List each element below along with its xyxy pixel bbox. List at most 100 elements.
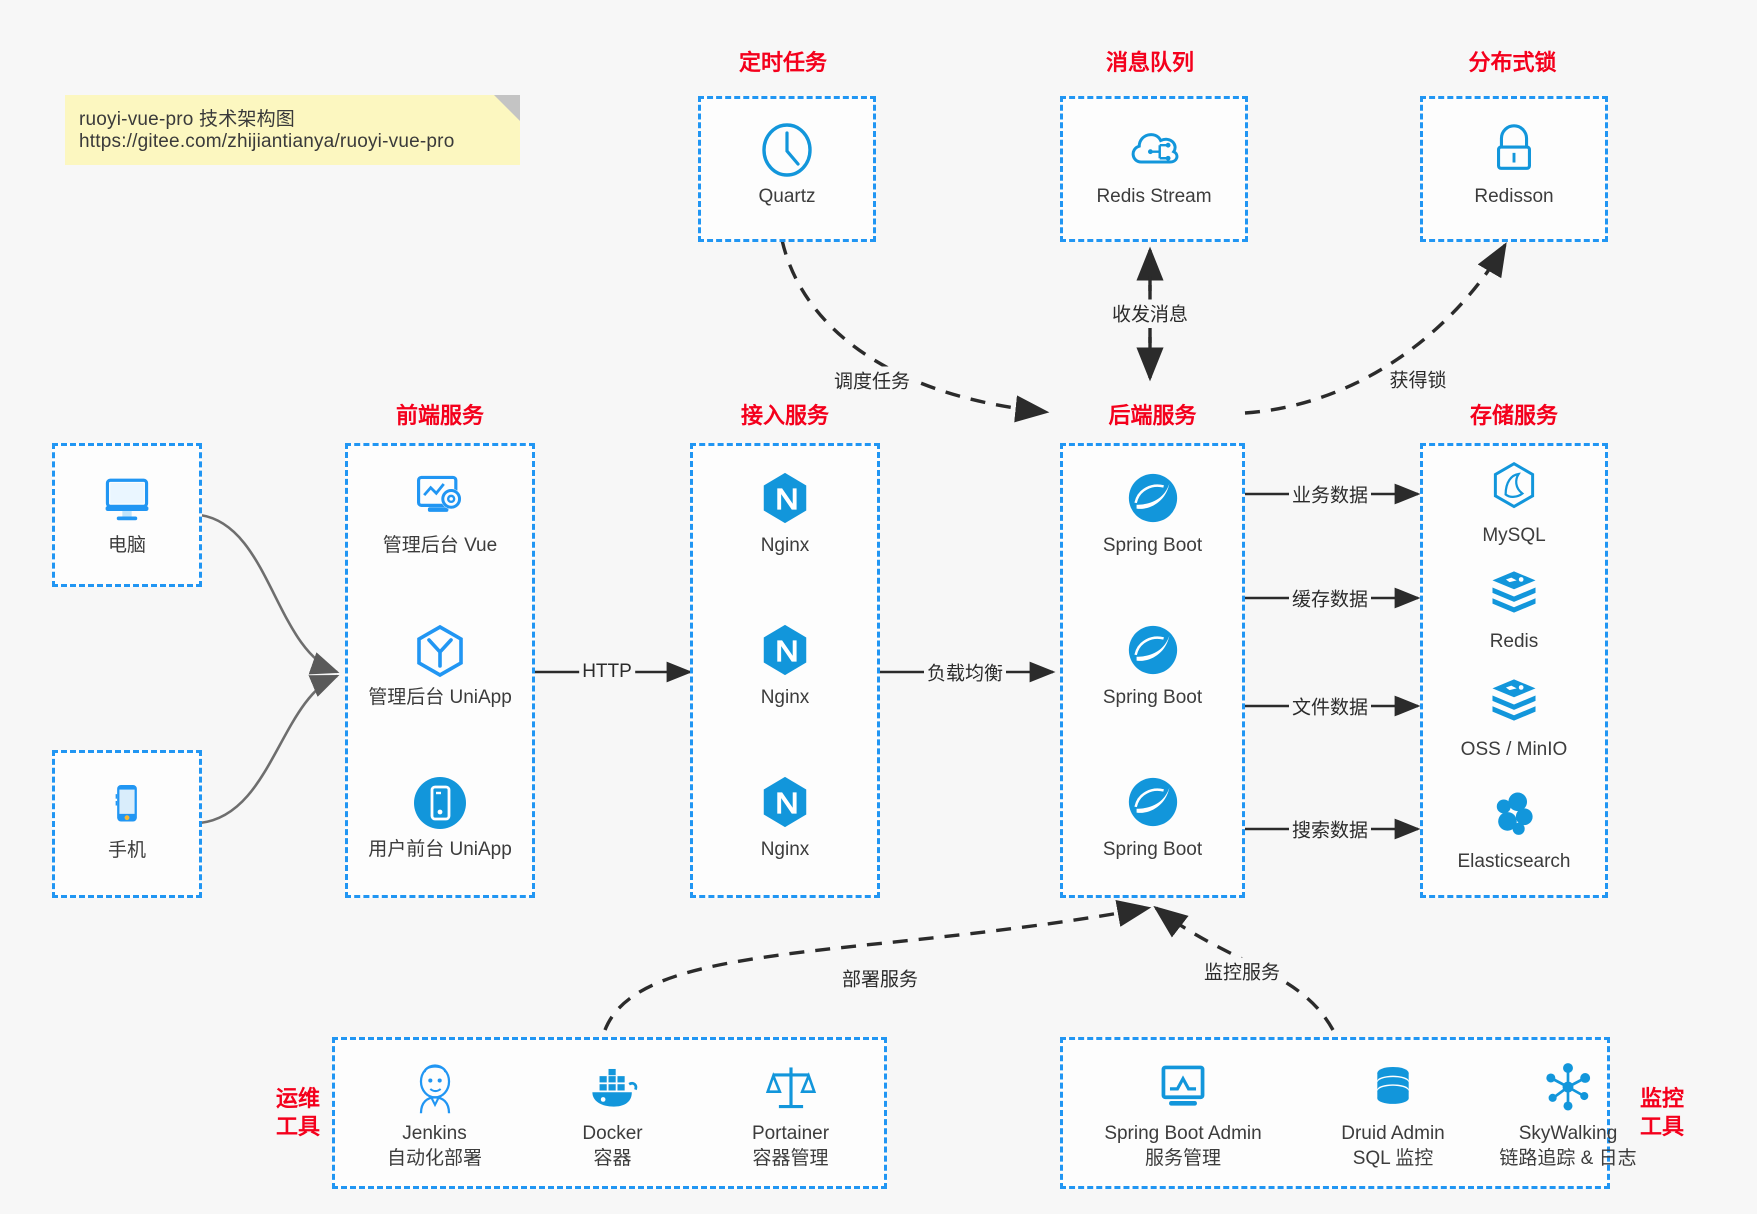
group-title-frontend: 前端服务: [395, 403, 484, 428]
node-label: 手机: [107, 840, 146, 861]
node-label: Nginx: [760, 839, 810, 860]
group-title-lock: 分布式锁: [1468, 50, 1557, 75]
node-sublabel: 服务管理: [1144, 1147, 1221, 1169]
node-sublabel: 容器管理: [752, 1147, 829, 1169]
node-user-uniapp[interactable]: 用户前台 UniApp: [348, 774, 532, 862]
node-nginx-2[interactable]: Nginx: [693, 622, 877, 710]
group-client-mobile: 手机: [52, 750, 202, 898]
architecture-note: ruoyi-vue-pro 技术架构图 https://gitee.com/zh…: [65, 95, 520, 165]
node-sublabel: 链路追踪 & 日志: [1499, 1147, 1637, 1169]
lock-icon: [1485, 121, 1543, 179]
node-mysql[interactable]: MySQL: [1423, 460, 1605, 548]
uniapp-hexagon-icon: [411, 622, 469, 680]
node-redisson[interactable]: Redisson: [1423, 121, 1605, 209]
nginx-icon: [756, 470, 814, 528]
nginx-icon: [756, 774, 814, 832]
phone-circle-icon: [411, 774, 469, 832]
node-mobile[interactable]: 手机: [55, 775, 199, 863]
cloud-stream-icon: [1125, 121, 1183, 179]
group-gateway: Nginx Nginx Nginx: [690, 443, 880, 898]
edge-label-load-balance: 负载均衡: [923, 658, 1007, 686]
group-frontend: 管理后台 Vue 管理后台 UniApp 用户前台 UniApp: [345, 443, 535, 898]
edge-label-cache-data: 缓存数据: [1288, 584, 1372, 612]
nginx-icon: [756, 622, 814, 680]
node-label: Portainer: [751, 1123, 830, 1144]
node-sublabel: 容器: [593, 1147, 632, 1169]
node-redis-stream[interactable]: Redis Stream: [1063, 121, 1245, 209]
redis-icon: [1485, 566, 1543, 624]
edge-label-file-data: 文件数据: [1288, 692, 1372, 720]
node-label: MySQL: [1482, 525, 1546, 546]
node-label: 管理后台 Vue: [382, 535, 498, 556]
edge-label-http: HTTP: [579, 661, 635, 683]
node-label: Spring Boot: [1102, 839, 1203, 860]
edge-label-search-data: 搜索数据: [1288, 815, 1372, 843]
node-spring-boot-3[interactable]: Spring Boot: [1063, 774, 1242, 862]
portainer-icon: [760, 1060, 822, 1118]
group-title-monitoring-line1: 监控: [1639, 1086, 1684, 1111]
node-label: Redis Stream: [1096, 186, 1212, 207]
node-spring-boot-1[interactable]: Spring Boot: [1063, 470, 1242, 558]
node-admin-uniapp[interactable]: 管理后台 UniApp: [348, 622, 532, 710]
group-storage: MySQL Redis OSS / MinIO Elasticsearch: [1420, 443, 1608, 898]
edge-label-send-receive-message: 收发消息: [1108, 299, 1192, 327]
node-sublabel: SQL 监控: [1352, 1147, 1434, 1169]
node-nginx-3[interactable]: Nginx: [693, 774, 877, 862]
mysql-icon: [1485, 460, 1543, 518]
spring-boot-icon: [1124, 470, 1182, 528]
group-monitoring: Spring Boot Admin 服务管理 Druid Admin SQL 监…: [1060, 1037, 1637, 1189]
node-docker[interactable]: Docker 容器: [525, 1060, 700, 1171]
node-admin-vue[interactable]: 管理后台 Vue: [348, 470, 532, 558]
jenkins-icon: [404, 1060, 466, 1118]
group-title-scheduler: 定时任务: [738, 50, 827, 75]
note-fold-corner: [494, 95, 520, 121]
node-label: 管理后台 UniApp: [368, 687, 512, 708]
node-label: Jenkins: [402, 1123, 467, 1144]
group-backend: Spring Boot Spring Boot Spring Boot: [1060, 443, 1245, 898]
group-title-monitoring-line2: 工具: [1639, 1113, 1684, 1139]
node-skywalking[interactable]: SkyWalking 链路追踪 & 日志: [1463, 1060, 1673, 1171]
node-oss-minio[interactable]: OSS / MinIO: [1423, 674, 1605, 762]
node-elasticsearch[interactable]: Elasticsearch: [1423, 786, 1605, 874]
node-label: Spring Boot: [1102, 535, 1203, 556]
node-label: Druid Admin: [1341, 1123, 1445, 1144]
group-title-storage: 存储服务: [1469, 403, 1558, 428]
edge-label-schedule-task: 调度任务: [830, 366, 914, 394]
node-label: 用户前台 UniApp: [368, 839, 512, 860]
edge-label-acquire-lock: 获得锁: [1386, 365, 1450, 393]
node-label: Nginx: [760, 687, 810, 708]
node-quartz[interactable]: Quartz: [701, 121, 873, 209]
note-title: ruoyi-vue-pro 技术架构图: [79, 109, 296, 130]
node-spring-boot-2[interactable]: Spring Boot: [1063, 622, 1242, 710]
group-title-mq: 消息队列: [1105, 50, 1194, 75]
note-url: https://gitee.com/zhijiantianya/ruoyi-vu…: [79, 131, 455, 152]
group-client-desktop: 电脑: [52, 443, 202, 587]
mobile-icon: [98, 775, 156, 833]
node-desktop[interactable]: 电脑: [55, 470, 199, 558]
node-nginx-1[interactable]: Nginx: [693, 470, 877, 558]
docker-icon: [582, 1060, 644, 1118]
node-label: Spring Boot: [1102, 687, 1203, 708]
node-portainer[interactable]: Portainer 容器管理: [703, 1060, 878, 1171]
node-spring-boot-admin[interactable]: Spring Boot Admin 服务管理: [1073, 1060, 1293, 1171]
node-label: SkyWalking: [1518, 1123, 1618, 1144]
database-icon: [1362, 1060, 1424, 1118]
group-lock: Redisson: [1420, 96, 1608, 242]
edge-label-monitor-service: 监控服务: [1200, 957, 1284, 985]
node-label: Redis: [1489, 631, 1539, 652]
node-jenkins[interactable]: Jenkins 自动化部署: [347, 1060, 522, 1171]
group-mq: Redis Stream: [1060, 96, 1248, 242]
monitor-chart-icon: [1152, 1060, 1214, 1118]
group-scheduler: Quartz: [698, 96, 876, 242]
clock-icon: [758, 121, 816, 179]
group-title-devops-line1: 运维: [275, 1086, 320, 1111]
edge-label-business-data: 业务数据: [1288, 480, 1372, 508]
group-devops: Jenkins 自动化部署 Docker 容器 Portainer 容器管理: [332, 1037, 887, 1189]
node-label: Quartz: [758, 186, 816, 207]
node-druid-admin[interactable]: Druid Admin SQL 监控: [1303, 1060, 1483, 1171]
group-title-gateway: 接入服务: [740, 403, 829, 428]
group-title-backend: 后端服务: [1108, 403, 1197, 428]
skywalking-icon: [1537, 1060, 1599, 1118]
node-redis[interactable]: Redis: [1423, 566, 1605, 654]
group-title-devops: 运维 工具: [258, 1085, 338, 1140]
